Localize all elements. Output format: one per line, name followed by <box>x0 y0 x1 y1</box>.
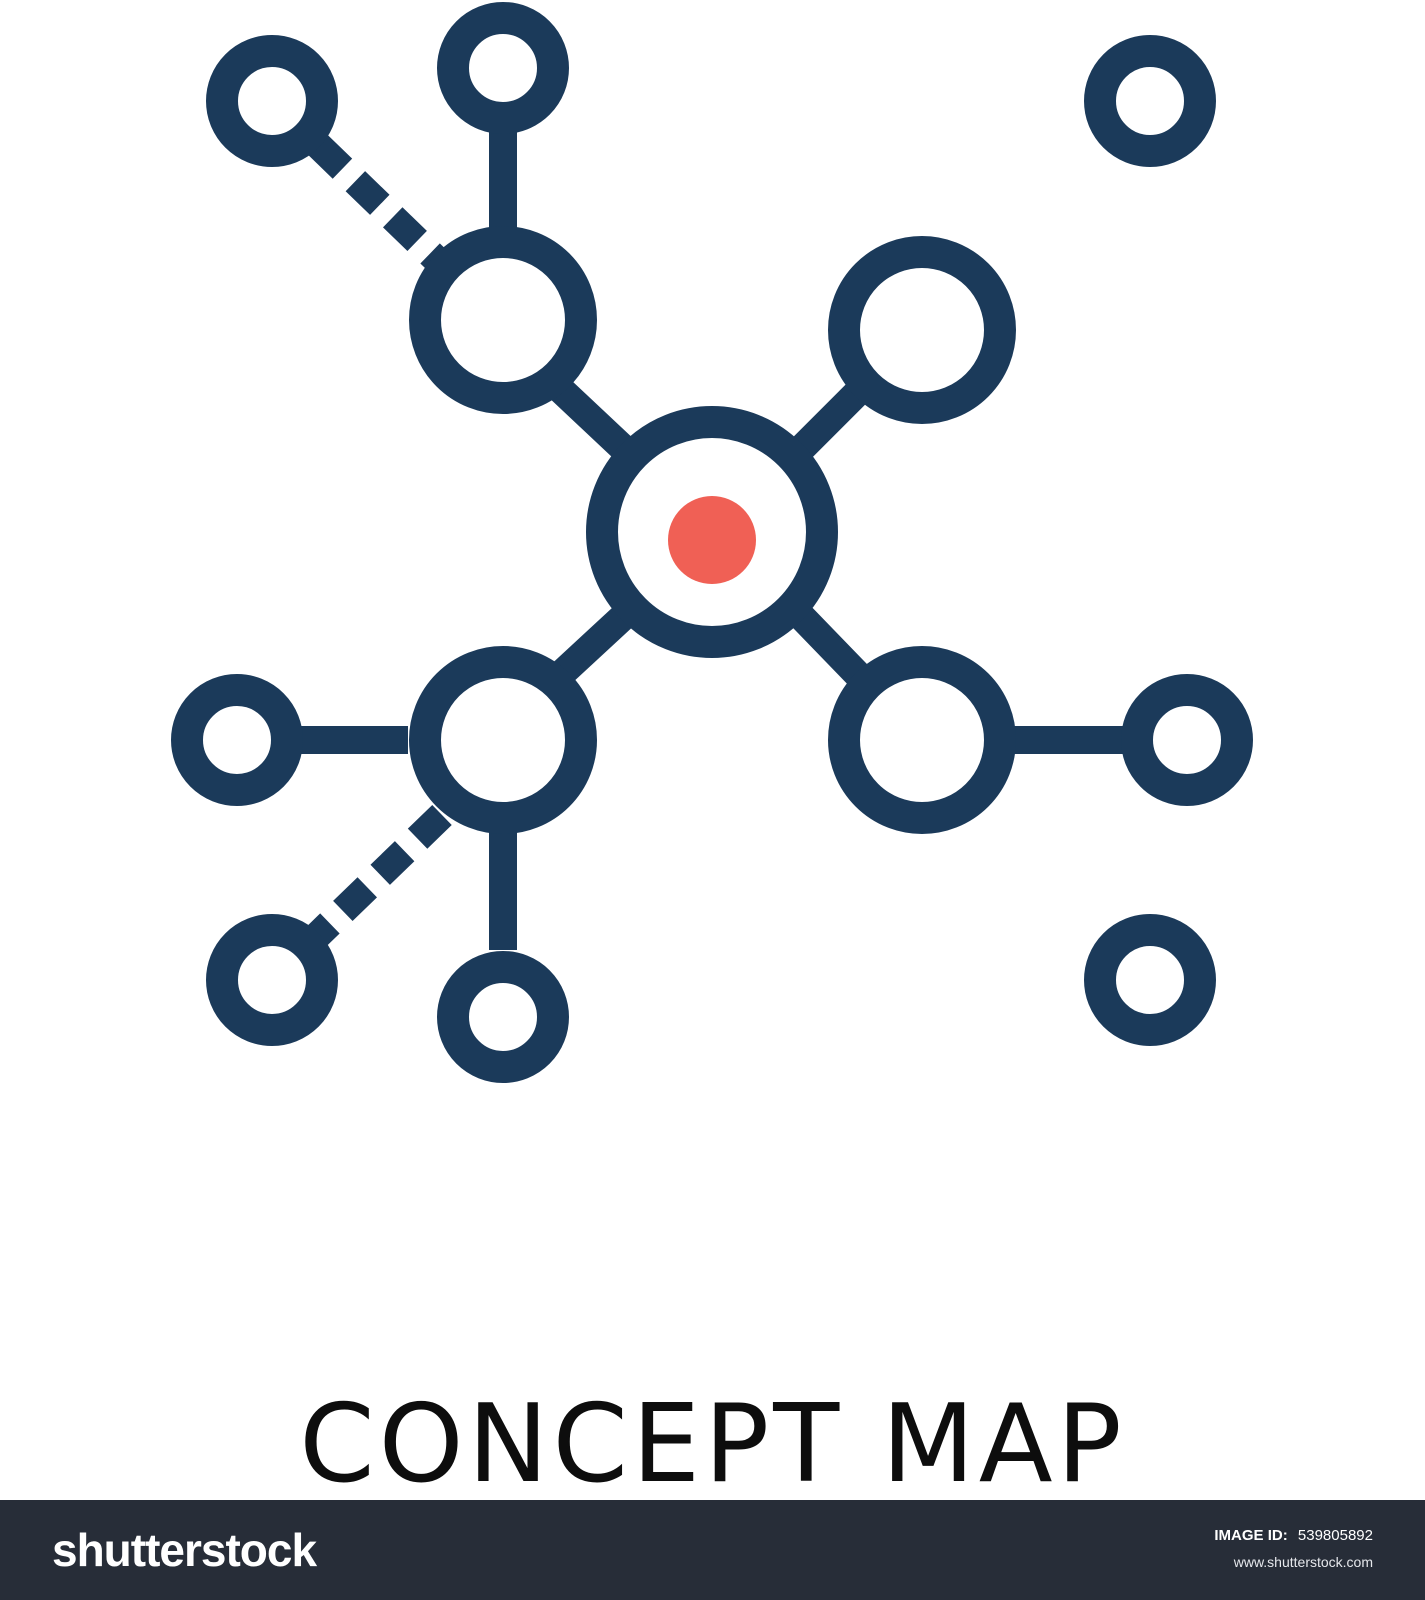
leaf-node-bottom-right <box>1084 914 1216 1046</box>
connector-lines <box>300 130 1125 950</box>
dashed-connector-top-left <box>308 134 452 276</box>
hub-node-top-left <box>409 226 597 414</box>
image-id-row: IMAGE ID: 539805892 <box>1214 1526 1373 1546</box>
leaf-node-top-left <box>206 35 338 167</box>
connector-center-to-bottom-right-hub <box>789 605 871 687</box>
footer-meta: IMAGE ID: 539805892 www.shutterstock.com <box>1214 1526 1373 1572</box>
leaf-node-top <box>437 2 569 134</box>
hub-node-top-right <box>828 236 1016 424</box>
hub-node-bottom-right <box>828 646 1016 834</box>
hub-node-bottom-left <box>409 646 597 834</box>
image-id-value: 539805892 <box>1297 1527 1373 1544</box>
concept-map-network-icon <box>171 2 1253 1083</box>
caption-title: CONCEPT MAP <box>299 1382 1126 1507</box>
connector-center-to-top-right-hub <box>790 380 870 460</box>
image-canvas <box>171 2 1253 1083</box>
leaf-node-top-right <box>1084 35 1216 167</box>
connector-center-to-bottom-left-hub <box>548 604 635 688</box>
connector-center-to-top-left-hub <box>548 376 635 461</box>
leaf-node-left <box>171 674 303 806</box>
image-id-label: IMAGE ID: <box>1214 1527 1288 1544</box>
center-dot <box>668 496 756 584</box>
leaf-node-bottom-left <box>206 914 338 1046</box>
leaf-node-bottom <box>437 951 569 1083</box>
leaf-node-right <box>1121 674 1253 806</box>
node-circles <box>171 2 1253 1083</box>
footer-url: www.shutterstock.com <box>1233 1554 1373 1570</box>
dashed-connector-bottom-left <box>308 804 452 946</box>
shutterstock-logo: shutterstock <box>52 1524 317 1576</box>
footer-bar: shutterstock IMAGE ID: 539805892 www.shu… <box>0 1500 1425 1600</box>
